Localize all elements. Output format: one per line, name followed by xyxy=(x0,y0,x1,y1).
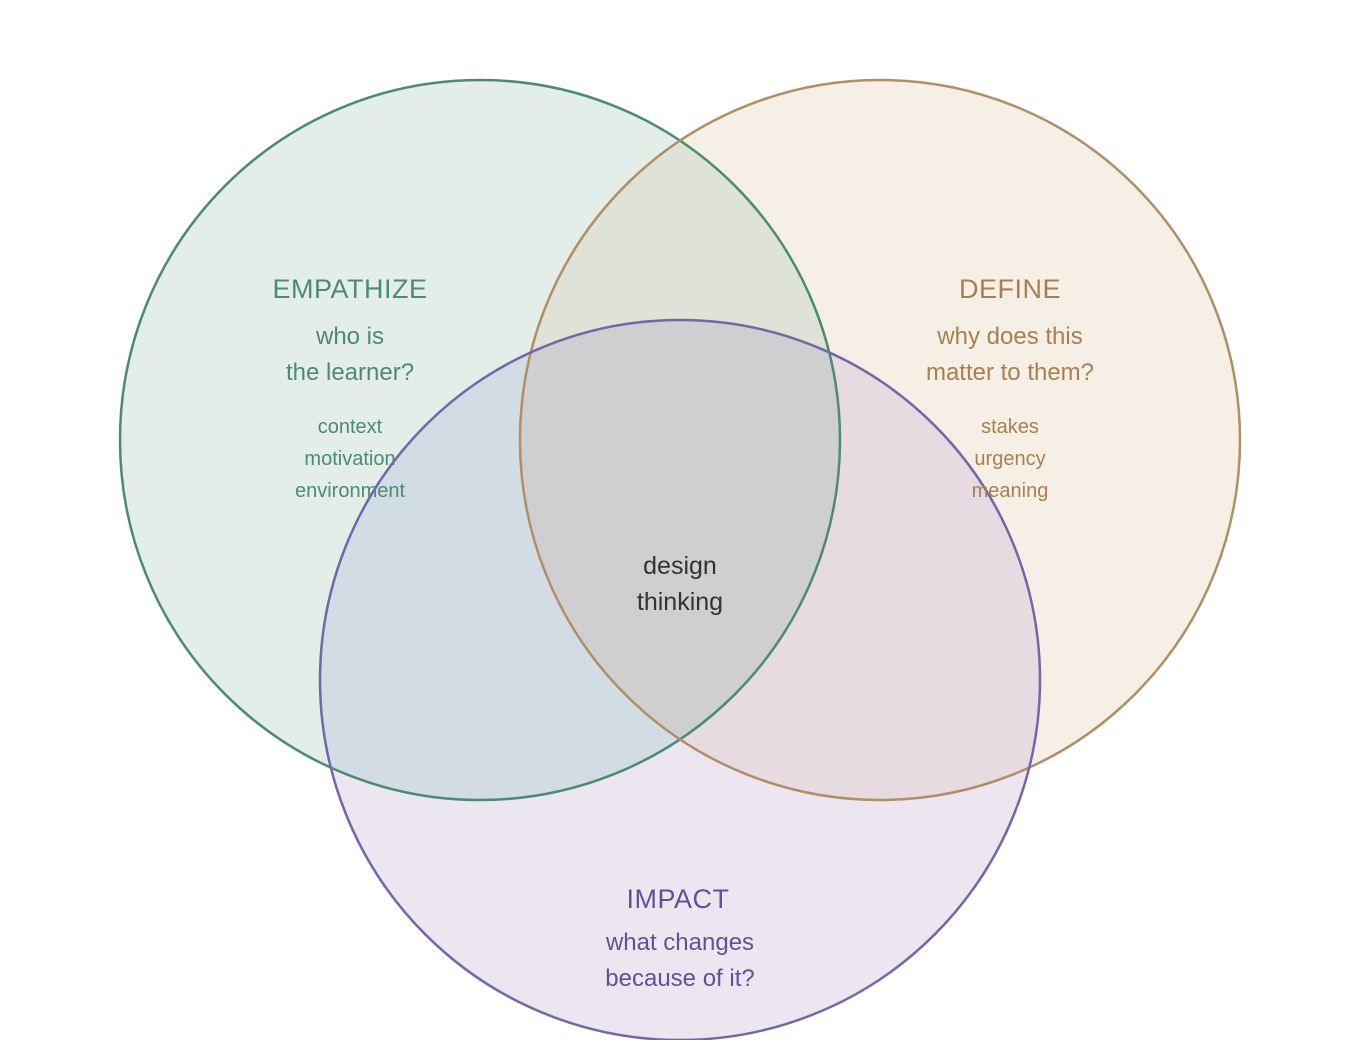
impact-question-line-2: because of it? xyxy=(605,965,755,992)
center-overlap xyxy=(520,320,840,800)
impact-circle-outline xyxy=(318,318,1042,1040)
empathize-keyword-motivation: motivation xyxy=(304,448,396,470)
empathize-keyword-environment: environment xyxy=(294,480,406,502)
define-question-line-2: matter to them? xyxy=(925,359,1095,386)
center-label-line-1: design xyxy=(643,552,717,580)
empathize-title: EMPATHIZE xyxy=(272,274,428,304)
center-label-line-2: thinking xyxy=(636,588,724,616)
empathize-question-line-1: who is xyxy=(315,323,385,350)
define-title: DEFINE xyxy=(958,274,1061,304)
define-keyword-stakes: stakes xyxy=(981,416,1039,438)
define-keyword-meaning: meaning xyxy=(971,480,1049,502)
define-keyword-urgency: urgency xyxy=(974,448,1046,470)
impact-question-line-1: what changes xyxy=(605,929,755,956)
empathize-question-line-2: the learner? xyxy=(285,359,415,386)
impact-title: IMPACT xyxy=(626,884,730,914)
define-question-line-1: why does this xyxy=(937,323,1083,350)
define-circle-outline xyxy=(518,78,1242,802)
empathize-circle-outline xyxy=(118,78,842,802)
empathize-keyword-context: context xyxy=(317,416,383,438)
